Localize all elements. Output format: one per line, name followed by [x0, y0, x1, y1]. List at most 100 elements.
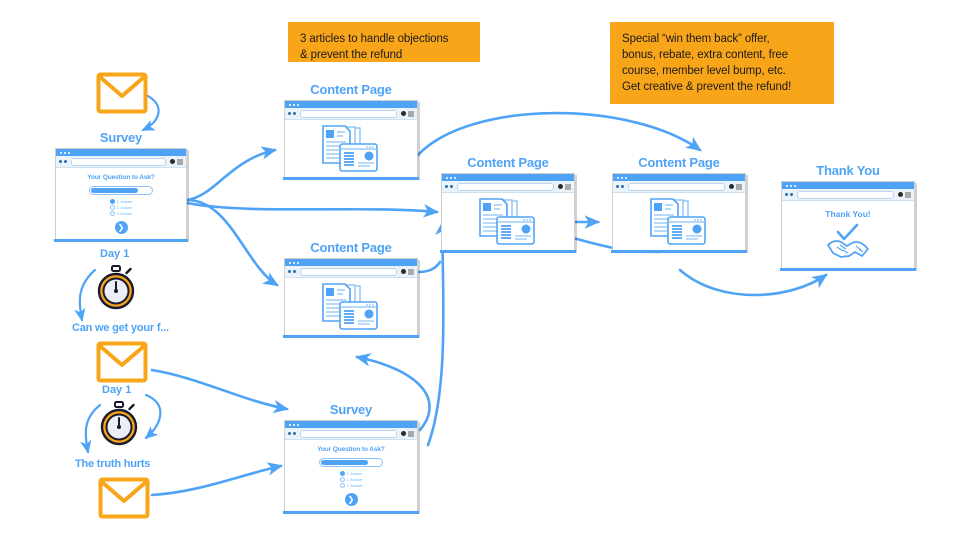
browser-window[interactable] — [283, 258, 419, 338]
node-content-4[interactable]: Content Page — [611, 155, 747, 253]
envelope-icon — [96, 72, 148, 114]
menu-icon[interactable] — [408, 430, 414, 437]
arrow-content3-to-thankyou — [678, 268, 828, 297]
radio-icon[interactable] — [109, 211, 115, 216]
menu-icon[interactable] — [565, 183, 571, 190]
thankyou-headline: Thank You! — [825, 209, 871, 219]
stopwatch-icon — [100, 401, 138, 446]
browser-window[interactable]: Your Question to Ask? 1. Answer 2. Answe… — [283, 420, 419, 514]
record-icon[interactable] — [170, 159, 175, 164]
browser-toolbar[interactable] — [782, 189, 914, 201]
envelope-icon — [96, 341, 148, 383]
record-icon[interactable] — [401, 431, 406, 436]
forward-icon[interactable] — [293, 432, 296, 435]
survey-answer-option[interactable]: 1. Answer — [109, 199, 132, 204]
browser-window[interactable] — [611, 173, 747, 253]
browser-window[interactable] — [283, 100, 419, 180]
survey-answer-option[interactable]: 2. Answer — [109, 205, 132, 210]
survey-answer-option[interactable]: 2. Answer — [339, 477, 362, 482]
address-bar[interactable] — [300, 109, 397, 118]
radio-icon[interactable] — [339, 471, 345, 476]
window-dot-icon — [68, 151, 70, 154]
node-content-1[interactable]: Content Page — [283, 82, 419, 180]
forward-icon[interactable] — [293, 112, 296, 115]
browser-toolbar[interactable] — [56, 156, 186, 168]
menu-icon[interactable] — [408, 110, 414, 117]
survey-answer-option[interactable]: 3. Answer — [339, 483, 362, 488]
node-thank-you[interactable]: Thank You Thank You! — [780, 163, 916, 271]
email-step-3[interactable] — [98, 477, 150, 524]
back-icon[interactable] — [288, 112, 291, 115]
node-content-2[interactable]: Content Page — [283, 240, 419, 338]
thankyou-body: Thank You! — [782, 201, 914, 269]
address-bar[interactable] — [300, 267, 397, 276]
window-dot-icon — [293, 261, 295, 264]
forward-icon[interactable] — [790, 193, 793, 196]
window-dot-icon — [621, 176, 623, 179]
browser-toolbar[interactable] — [285, 266, 417, 278]
survey-answer-option[interactable]: 1. Answer — [339, 471, 362, 476]
record-icon[interactable] — [401, 269, 406, 274]
survey-answers[interactable]: 1. Answer 2. Answer 3. Answer — [109, 199, 133, 216]
next-button[interactable]: ❯ — [114, 221, 128, 234]
forward-icon[interactable] — [293, 270, 296, 273]
radio-icon[interactable] — [109, 199, 115, 204]
radio-icon[interactable] — [339, 483, 345, 488]
record-icon[interactable] — [401, 111, 406, 116]
window-dot-icon — [289, 423, 291, 426]
node-survey-bottom[interactable]: Survey Your Question to Ask? — [283, 402, 419, 514]
back-icon[interactable] — [616, 185, 619, 188]
menu-icon[interactable] — [736, 183, 742, 190]
address-bar[interactable] — [628, 182, 725, 191]
next-button[interactable]: ❯ — [344, 493, 358, 506]
node-survey-top[interactable]: Survey Your Question to Ask? — [54, 130, 188, 242]
survey-body: Your Question to Ask? 1. Answer 2. Answe… — [285, 440, 417, 512]
survey-answer-option[interactable]: 3. Answer — [109, 211, 133, 216]
radio-icon[interactable] — [339, 477, 345, 482]
browser-window[interactable] — [440, 173, 576, 253]
record-icon[interactable] — [558, 184, 563, 189]
delay-step-2[interactable] — [95, 400, 143, 453]
menu-icon[interactable] — [905, 191, 911, 198]
back-icon[interactable] — [59, 160, 62, 163]
window-dot-icon — [297, 423, 299, 426]
back-icon[interactable] — [288, 432, 291, 435]
content-body — [285, 278, 417, 336]
email-step-1[interactable] — [96, 72, 148, 119]
arrow-email2-to-delay2 — [144, 393, 162, 440]
menu-icon[interactable] — [408, 268, 414, 275]
documents-stack-icon — [650, 198, 706, 245]
survey-answers[interactable]: 1. Answer 2. Answer 3. Answer — [339, 471, 362, 488]
forward-icon[interactable] — [621, 185, 624, 188]
stopwatch-icon — [97, 265, 135, 310]
arrow-email2-to-survey-bottom — [150, 368, 290, 414]
address-bar[interactable] — [797, 190, 894, 199]
email-step-2[interactable] — [96, 341, 148, 388]
answer-label: 3. Answer — [116, 211, 133, 216]
window-dot-icon — [450, 176, 452, 179]
window-dot-icon — [790, 184, 792, 187]
browser-toolbar[interactable] — [613, 181, 745, 193]
browser-toolbar[interactable] — [285, 108, 417, 120]
back-icon[interactable] — [288, 270, 291, 273]
address-bar[interactable] — [300, 429, 397, 438]
forward-icon[interactable] — [64, 160, 67, 163]
address-bar[interactable] — [457, 182, 554, 191]
window-dot-icon — [794, 184, 796, 187]
record-icon[interactable] — [729, 184, 734, 189]
node-content-3[interactable]: Content Page — [440, 155, 576, 253]
record-icon[interactable] — [898, 192, 903, 197]
browser-window[interactable]: Thank You! — [780, 181, 916, 271]
browser-toolbar[interactable] — [442, 181, 574, 193]
back-icon[interactable] — [785, 193, 788, 196]
forward-icon[interactable] — [450, 185, 453, 188]
browser-toolbar[interactable] — [285, 428, 417, 440]
browser-window[interactable]: Your Question to Ask? 1. Answer 2. Answe… — [54, 148, 188, 242]
radio-icon[interactable] — [109, 205, 115, 210]
back-icon[interactable] — [445, 185, 448, 188]
menu-icon[interactable] — [177, 158, 183, 165]
subject-line-1: Can we get your f... — [72, 322, 169, 334]
address-bar[interactable] — [71, 157, 166, 166]
delay-step-1[interactable] — [92, 264, 140, 317]
